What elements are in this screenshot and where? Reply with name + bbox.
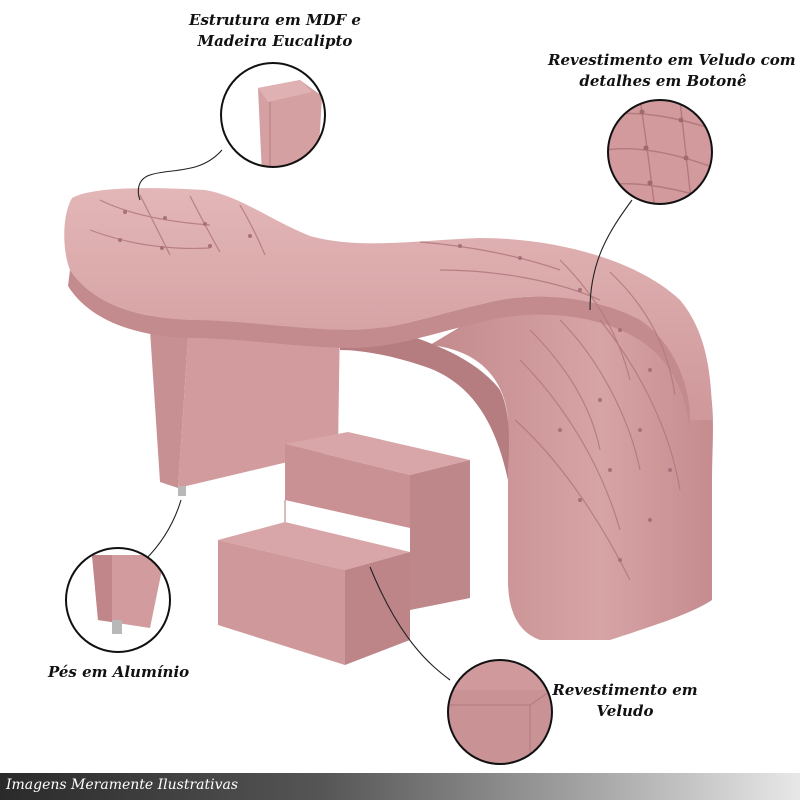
- callout-velvet: [447, 659, 553, 765]
- caption-tufted-line2: detalhes em Botonê: [579, 72, 747, 90]
- caption-feet-text: Pés em Alumínio: [48, 663, 190, 681]
- caption-structure-line2: Madeira Eucalipto: [197, 32, 353, 50]
- step-stool: [218, 432, 470, 665]
- chaise-body: [64, 188, 713, 640]
- footer-bar: Imagens Meramente Ilustrativas: [0, 773, 800, 800]
- caption-structure-line1: Estrutura em MDF e: [189, 11, 361, 29]
- caption-tufted-velvet: Revestimento em Veludo com detalhes em B…: [548, 50, 796, 92]
- callout-aluminum-feet: [65, 547, 171, 653]
- footer-disclaimer: Imagens Meramente Ilustrativas: [6, 777, 239, 793]
- caption-velvet-line2: Veludo: [596, 702, 654, 720]
- caption-tufted-line1: Revestimento em Veludo com: [548, 51, 796, 69]
- caption-aluminum-feet: Pés em Alumínio: [48, 662, 198, 683]
- caption-structure: Estrutura em MDF e Madeira Eucalipto: [185, 10, 365, 52]
- caption-velvet: Revestimento em Veludo: [550, 680, 700, 722]
- leader-lines: [137, 149, 633, 681]
- callout-tufted-velvet: [607, 99, 713, 205]
- caption-velvet-line1: Revestimento em: [552, 681, 698, 699]
- callout-structure: [220, 62, 326, 168]
